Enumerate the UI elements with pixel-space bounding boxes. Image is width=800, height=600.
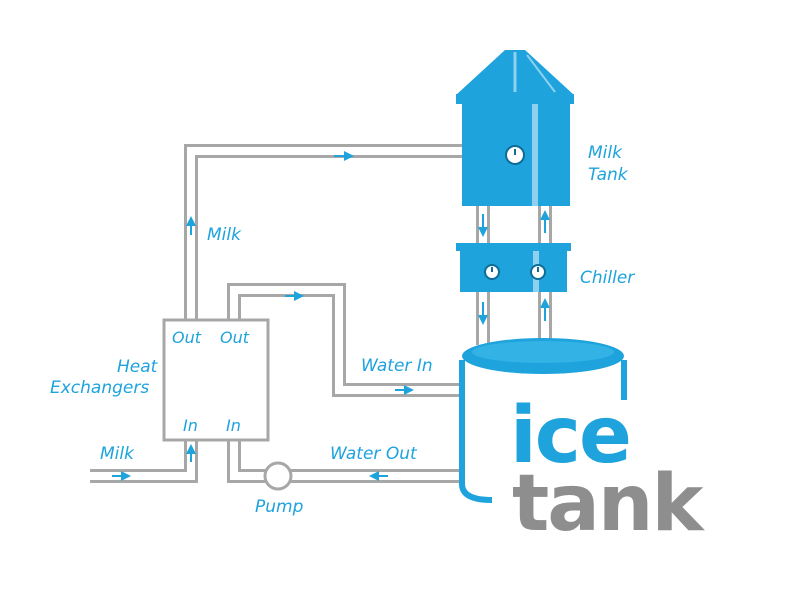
milk-in-label: Milk: [100, 444, 135, 464]
flow-arrows: [112, 151, 550, 481]
brand-ice-text: ice: [510, 391, 630, 481]
milk-pipe-to-tank: [184, 144, 462, 320]
ice-tank: [459, 338, 627, 503]
brand-tank-text: tank: [512, 459, 705, 549]
heat-label-line1: Heat: [117, 357, 159, 377]
labels: Milk Tank Chiller Milk Heat Exchangers O…: [50, 143, 635, 517]
out-right-label: Out: [220, 328, 250, 347]
pump-label: Pump: [255, 497, 304, 517]
milk-tank: [456, 50, 574, 206]
milk-tank-label-line1: Milk: [588, 143, 623, 163]
milk-up-label: Milk: [207, 225, 242, 245]
milk-tank-label-line2: Tank: [588, 165, 629, 185]
heat-label-line2: Exchangers: [50, 378, 149, 398]
water-in-label: Water In: [361, 356, 433, 376]
brand-logo: ice tank: [510, 391, 707, 549]
in-right-label: In: [226, 416, 241, 435]
chiller: [456, 243, 571, 292]
heat-exchanger: [162, 318, 270, 442]
out-left-label: Out: [172, 328, 202, 347]
water-in-pipe: [227, 283, 462, 397]
gauge-icon: [530, 264, 546, 280]
in-left-label: In: [183, 416, 198, 435]
gauge-icon: [484, 264, 500, 280]
water-out-label: Water Out: [330, 444, 418, 464]
pump: [263, 461, 293, 491]
gauge-icon: [505, 145, 525, 165]
chiller-label: Chiller: [580, 268, 635, 288]
